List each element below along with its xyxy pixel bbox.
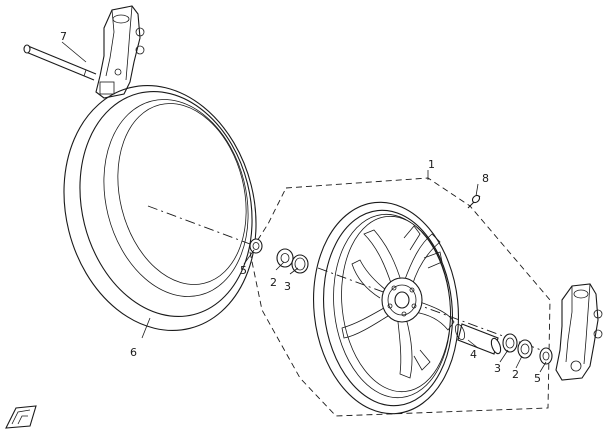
wheel-rim [312, 201, 460, 415]
spacer-left [249, 238, 263, 254]
bearing-left [276, 248, 294, 268]
fork-leg-left [95, 5, 145, 99]
callout-8: 8 [482, 172, 489, 185]
leader-lines [61, 41, 547, 373]
callout-3-left: 3 [284, 280, 291, 293]
oil-seal-left [291, 254, 309, 274]
callout-7: 7 [60, 30, 67, 43]
callout-5-left: 5 [240, 264, 247, 277]
fork-leg-right [555, 283, 603, 381]
hub-spacer [454, 323, 502, 355]
callout-5-right: 5 [534, 372, 541, 385]
spacer-right [539, 347, 553, 365]
front-tire [63, 85, 257, 331]
callout-3-right: 3 [494, 362, 501, 375]
direction-arrow-logo-icon [5, 405, 37, 429]
axis-line [147, 205, 251, 245]
front-axle [23, 44, 97, 81]
callout-1: 1 [428, 158, 435, 171]
callout-2-left: 2 [270, 276, 277, 289]
oil-seal-right [502, 333, 518, 353]
callout-2-right: 2 [512, 368, 519, 381]
callout-6: 6 [130, 346, 137, 359]
tire-valve [467, 194, 481, 209]
callout-4: 4 [470, 348, 477, 361]
bearing-right [517, 339, 533, 359]
